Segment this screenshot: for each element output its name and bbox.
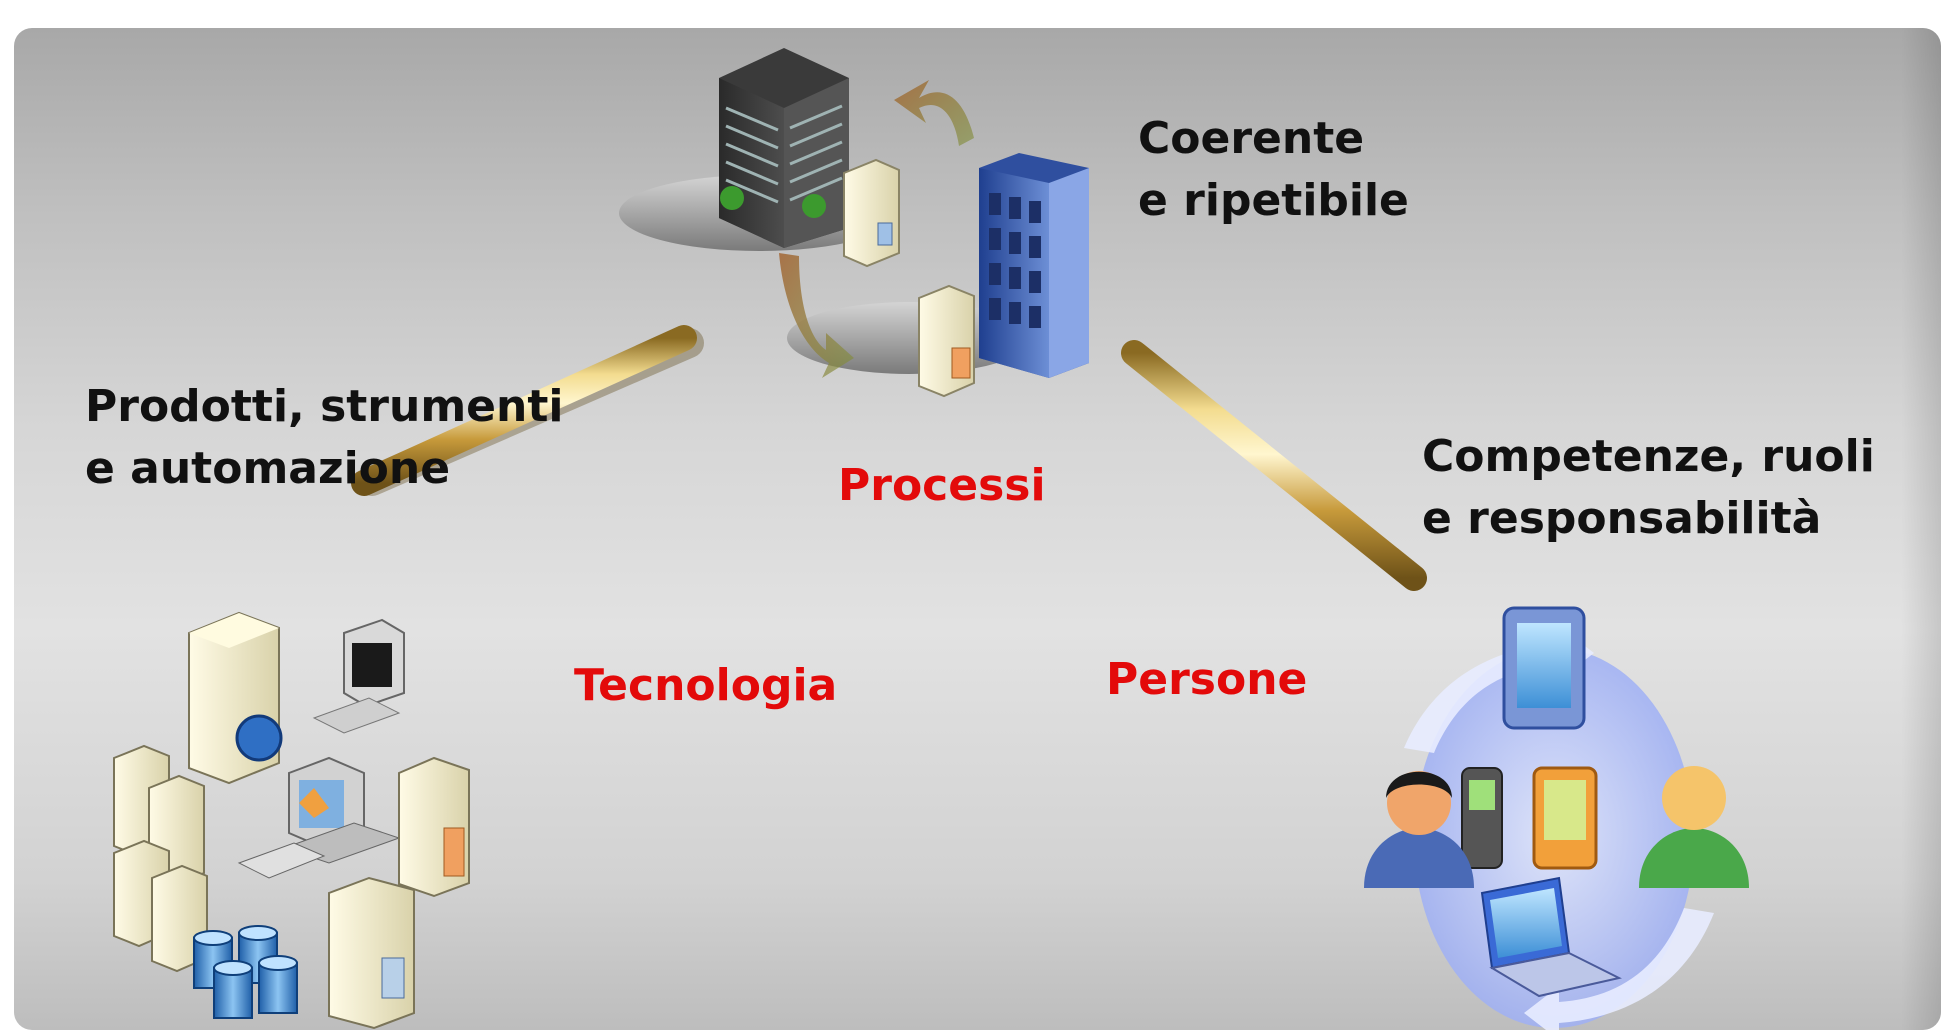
pda-icon	[1502, 606, 1586, 730]
computer-icon	[312, 618, 405, 734]
pda-icon	[1532, 766, 1598, 870]
label-right-line2: e responsabilità	[1422, 493, 1822, 544]
label-top-line2: e ripetibile	[1138, 175, 1409, 226]
rod-left-edge	[351, 325, 697, 496]
server-icon	[918, 284, 975, 398]
person-icon	[1639, 766, 1749, 888]
label-right: Competenze, ruoli e responsabilità	[1422, 426, 1875, 550]
mobile-phone-icon	[1461, 767, 1503, 869]
top-buildings-group	[619, 48, 1089, 398]
edge-label-persone: Persone	[1106, 654, 1308, 705]
left-technology-group	[113, 611, 470, 1030]
workstation-icon	[237, 756, 401, 879]
server-rack-icon	[398, 756, 470, 898]
person-icon	[1364, 771, 1474, 888]
laptop-icon	[1480, 876, 1622, 998]
label-top: Coerente e ripetibile	[1138, 108, 1409, 232]
edge-label-processi: Processi	[838, 460, 1046, 511]
label-left: Prodotti, strumenti e automazione	[85, 376, 563, 500]
label-right-line1: Competenze, ruoli	[1422, 431, 1875, 482]
label-top-line1: Coerente	[1138, 113, 1365, 164]
database-icon	[193, 925, 298, 1019]
cycle-arrows-icon	[1524, 908, 1714, 1030]
tree-icon	[720, 186, 826, 218]
diagram-background: Coerente e ripetibile Prodotti, strument…	[14, 28, 1941, 1030]
office-building-icon	[719, 48, 849, 248]
right-people-group	[1364, 606, 1749, 1030]
cycle-arrows-icon	[894, 80, 974, 146]
server-rack-icon	[113, 744, 208, 973]
server-icon	[843, 158, 900, 268]
blue-building-icon	[979, 153, 1089, 378]
cycle-arrows-icon	[779, 253, 854, 378]
label-left-line1: Prodotti, strumenti	[85, 381, 564, 432]
label-left-line2: e automazione	[85, 443, 451, 494]
diagram-graphics	[113, 48, 1749, 1030]
edge-label-tecnologia: Tecnologia	[574, 660, 838, 711]
globe-icon	[235, 714, 283, 762]
rod-right-edge	[1121, 340, 1427, 591]
server-rack-icon	[328, 876, 415, 1030]
